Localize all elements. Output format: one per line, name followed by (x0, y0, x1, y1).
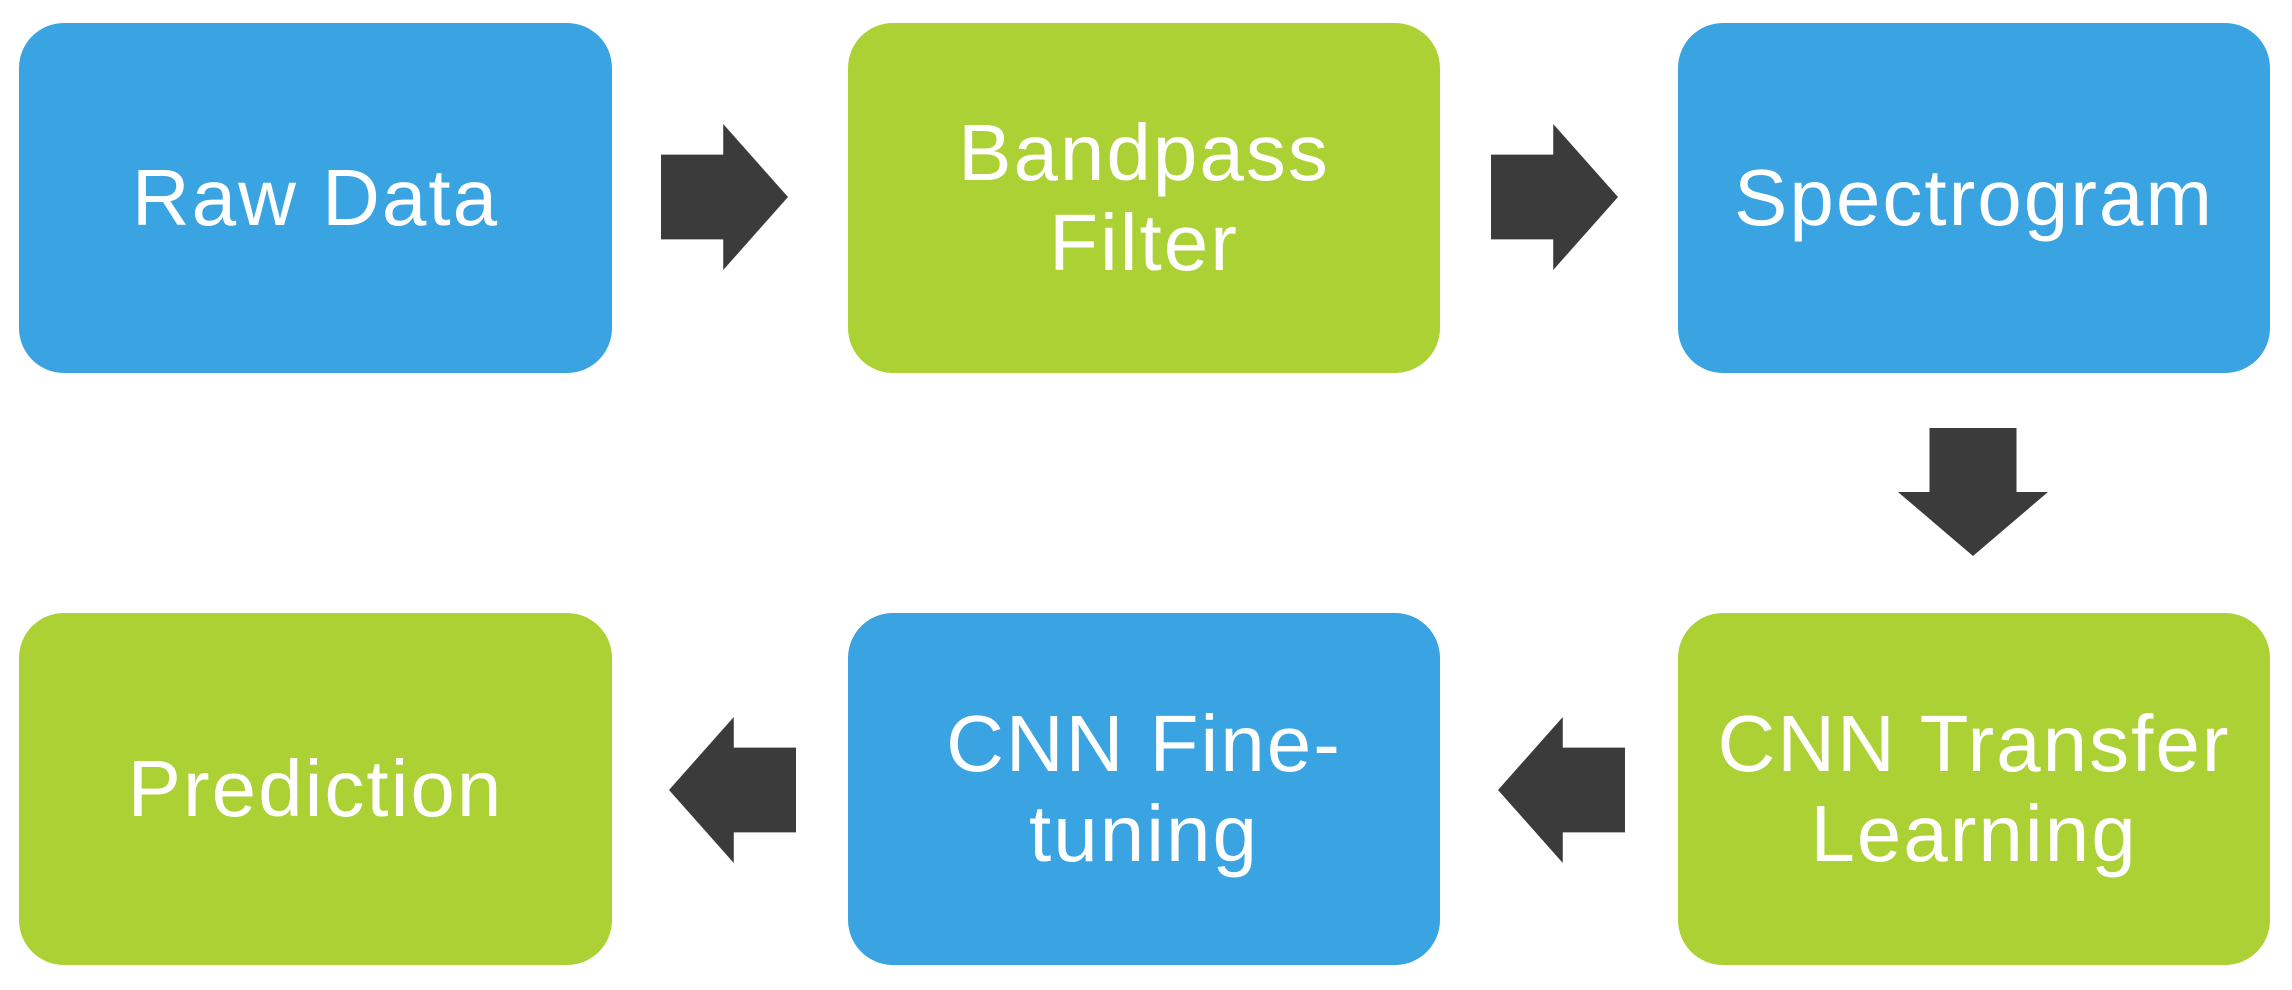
arrow-left-icon (669, 717, 796, 863)
arrow-left-icon (1498, 717, 1625, 863)
node-prediction: Prediction (19, 613, 612, 965)
node-cnn-fine-tuning-label: CNN Fine-tuning (946, 698, 1342, 878)
node-raw-data: Raw Data (19, 23, 612, 373)
node-spectrogram: Spectrogram (1678, 23, 2270, 373)
node-spectrogram-label: Spectrogram (1734, 152, 2214, 242)
node-bandpass-filter: Bandpass Filter (848, 23, 1440, 373)
arrow-right-icon (661, 124, 788, 270)
node-prediction-label: Prediction (127, 743, 504, 833)
arrow-right-icon (1491, 124, 1618, 270)
node-cnn-fine-tuning: CNN Fine-tuning (848, 613, 1440, 965)
node-bandpass-filter-label: Bandpass Filter (958, 107, 1330, 287)
node-cnn-transfer-learning: CNN Transfer Learning (1678, 613, 2270, 965)
node-cnn-transfer-learning-label: CNN Transfer Learning (1717, 698, 2231, 878)
arrow-down-icon (1898, 428, 2048, 556)
node-raw-data-label: Raw Data (131, 152, 500, 242)
